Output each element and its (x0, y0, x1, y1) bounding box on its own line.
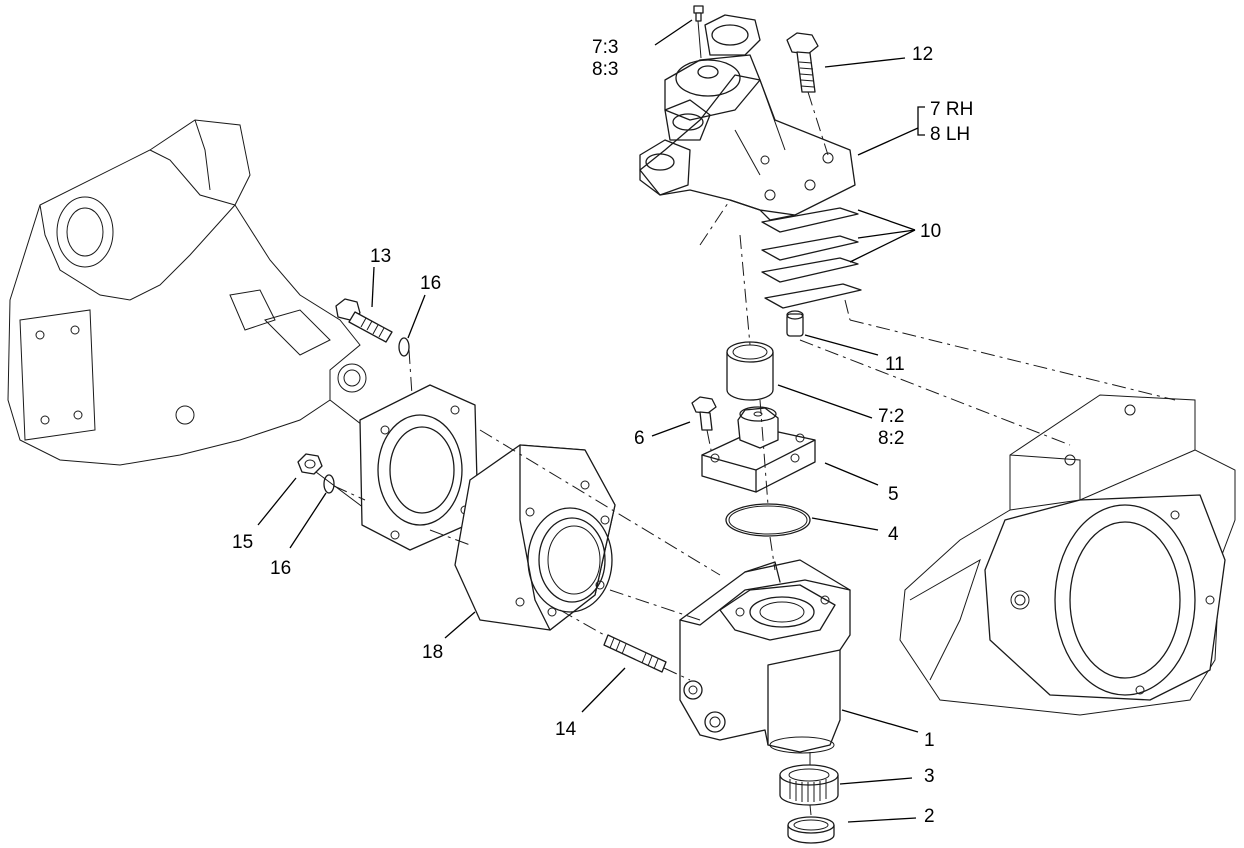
cap-plate-5 (701, 406, 816, 493)
needle-bearing-3 (779, 764, 839, 806)
callout-15: 15 (232, 532, 253, 553)
callout-7-2: 7:2 (878, 406, 904, 427)
steering-knuckle-7-8 (639, 14, 856, 221)
callout-10: 10 (920, 221, 941, 242)
lock-washer-16-lower (323, 474, 335, 494)
callout-labels: 7:3 8:3 12 7 RH 8 LH 10 11 7:2 8:2 6 5 4… (232, 37, 973, 827)
bolt-13 (335, 298, 393, 343)
callout-4: 4 (888, 524, 899, 545)
right-axle-housing (899, 394, 1236, 716)
callout-7-3: 7:3 (592, 37, 618, 58)
callout-18: 18 (422, 642, 443, 663)
o-ring-4 (725, 503, 811, 537)
callout-12: 12 (912, 44, 933, 65)
callout-7-rh: 7 RH (930, 99, 973, 120)
callout-8-2: 8:2 (878, 428, 904, 449)
grease-fitting-7-3 (693, 5, 704, 59)
flange-housing-18 (454, 444, 616, 631)
bolt-6 (691, 396, 717, 456)
callout-2: 2 (924, 806, 935, 827)
callout-8-3: 8:3 (592, 59, 618, 80)
bolt-12 (786, 32, 829, 156)
spindle-housing-1 (679, 559, 851, 754)
lock-washer-16-upper (398, 337, 410, 357)
callout-5: 5 (888, 484, 899, 505)
left-housing-flange (359, 384, 479, 551)
callout-16-upper: 16 (420, 273, 441, 294)
left-axle-housing (7, 119, 421, 521)
callout-16-lower: 16 (270, 558, 291, 579)
seal-ring-2 (787, 816, 835, 844)
callout-8-lh: 8 LH (930, 124, 970, 145)
dowel-pin-11 (786, 310, 804, 337)
callout-3: 3 (924, 766, 935, 787)
callout-13: 13 (370, 246, 391, 267)
callout-6: 6 (634, 428, 645, 449)
nut-15 (297, 453, 323, 475)
stud-14 (603, 634, 667, 673)
bushing-7-2 (726, 341, 774, 401)
callout-14: 14 (555, 719, 577, 740)
alignment-lines (333, 199, 1176, 816)
shims-10 (761, 207, 862, 309)
leader-lines (257, 19, 925, 823)
callout-11: 11 (885, 354, 905, 375)
callout-1: 1 (924, 730, 935, 751)
